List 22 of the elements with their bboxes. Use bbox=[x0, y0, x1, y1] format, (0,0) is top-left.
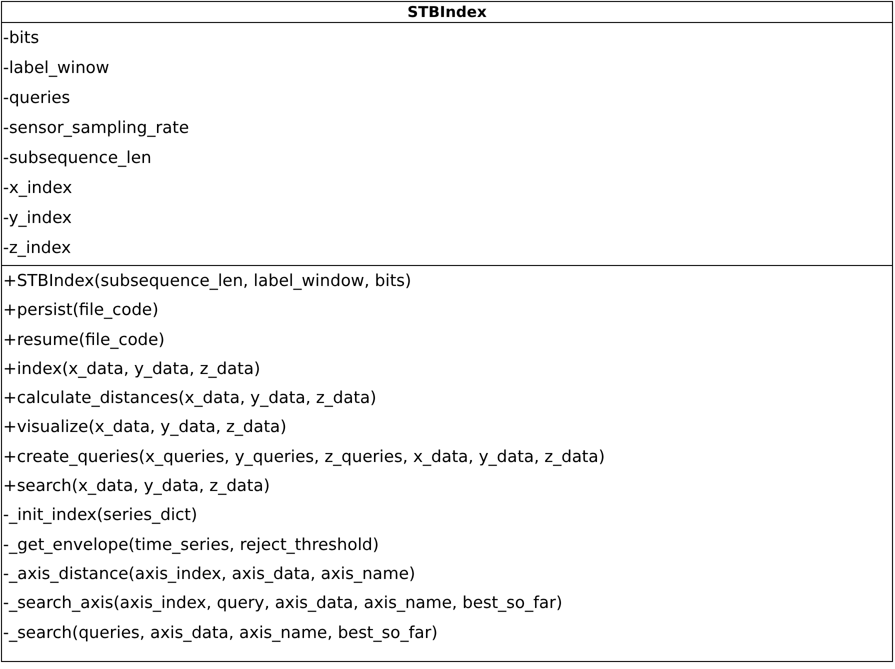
method-text: -_get_envelope(time_series, reject_threshold) bbox=[2, 534, 380, 556]
method-text: +resume(file_code) bbox=[2, 328, 166, 351]
method-text: -_search(queries, axis_data, axis_name, best_so_far) bbox=[2, 622, 439, 644]
attribute-text: -queries bbox=[2, 87, 72, 109]
method-text: +persist(file_code) bbox=[2, 299, 160, 322]
attribute-text: -sensor_sampling_rate bbox=[2, 117, 190, 139]
attribute-text: -subsequence_len bbox=[2, 147, 152, 169]
class-name: STBIndex bbox=[2, 2, 892, 23]
method-text: -_init_index(series_dict) bbox=[2, 504, 198, 526]
attribute-text: -x_index bbox=[2, 177, 74, 199]
attribute-text: -y_index bbox=[2, 207, 73, 229]
method-text: -_search_axis(axis_index, query, axis_data, axis_name, best_so_far) bbox=[2, 592, 564, 614]
method-text: -_axis_distance(axis_index, axis_data, axis_name) bbox=[2, 562, 416, 585]
method-text: +visualize(x_data, y_data, z_data) bbox=[2, 416, 288, 438]
attribute-text: -label_winow bbox=[2, 57, 110, 79]
method-text: +index(x_data, y_data, z_data) bbox=[2, 358, 262, 380]
method-text: +calculate_distances(x_data, y_data, z_data) bbox=[2, 387, 378, 410]
method-text: +STBIndex(subsequence_len, label_window, bits) bbox=[2, 270, 412, 292]
attribute-text: -z_index bbox=[2, 237, 72, 259]
method-text: +create_queries(x_queries, y_queries, z_queries, x_data, y_data, z_data) bbox=[2, 446, 606, 468]
attribute-text: -bits bbox=[2, 27, 40, 49]
method-text: +search(x_data, y_data, z_data) bbox=[2, 475, 271, 498]
